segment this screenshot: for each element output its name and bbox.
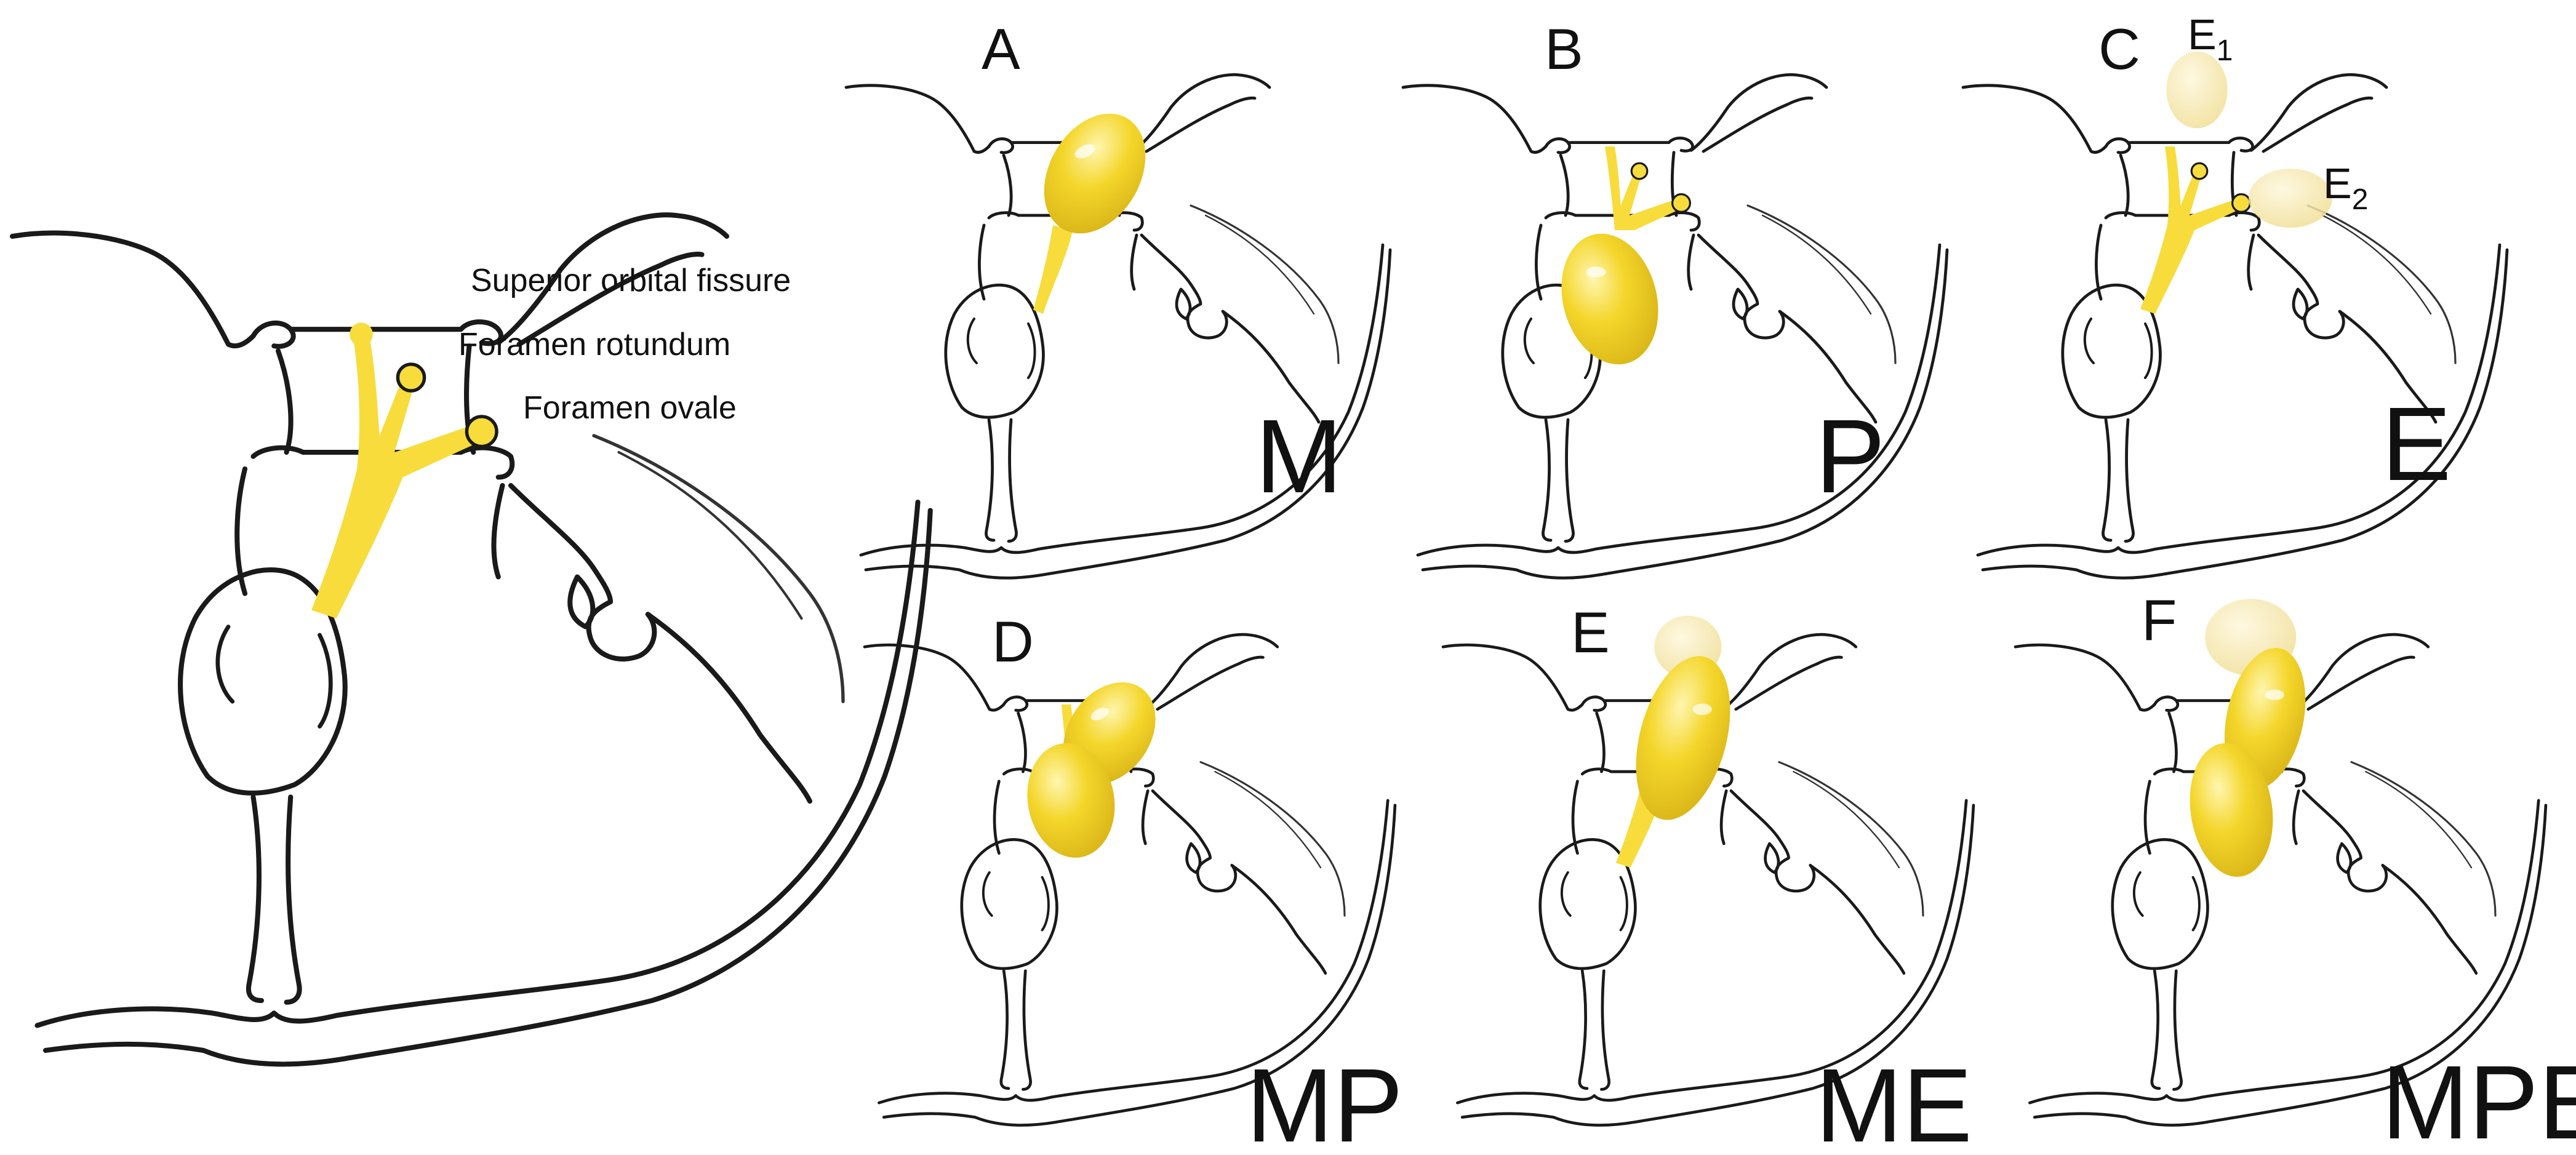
panel-c: C E1 E2 E <box>1963 10 2507 578</box>
label-foramen-ovale: Foramen ovale <box>523 390 737 426</box>
panel-letter: C <box>2098 17 2140 81</box>
panel-type-label: P <box>1815 398 1885 515</box>
superior-orbital-fissure-opening <box>350 322 373 346</box>
panel-f: F MPE <box>2015 588 2576 1155</box>
sublabel-e2: E2 <box>2323 159 2368 216</box>
panel-type-label: MPE <box>2382 1044 2576 1155</box>
tumor-middle-fossa <box>1044 113 1146 234</box>
panel-letter: F <box>2142 588 2177 652</box>
panel-letter: E <box>1571 600 1610 665</box>
foramen-rotundum-opening <box>396 362 426 393</box>
nerve <box>1033 225 1073 314</box>
label-superior-orbital-fissure: Superior orbital fissure <box>471 263 791 298</box>
panel-letter: B <box>1545 17 1583 81</box>
tumor-posterior-fossa <box>2190 743 2273 877</box>
panel-type-label: ME <box>1815 1047 1972 1155</box>
tumor-extracranial-e1 <box>2166 51 2228 129</box>
tumor-posterior-fossa <box>1027 743 1115 858</box>
tumor-extracranial-e2 <box>2249 169 2332 228</box>
trigeminal-nerve <box>311 336 484 618</box>
panel-a: A M <box>846 17 1390 578</box>
panel-type-label: E <box>2382 386 2451 503</box>
nerve <box>1605 146 1683 230</box>
panel-letter: D <box>992 609 1034 674</box>
panel-b: B P <box>1403 17 1947 578</box>
tumor-posterior-fossa <box>1561 233 1658 365</box>
tumor-middle-fossa <box>1636 656 1730 820</box>
main-anatomy-panel <box>12 215 930 1064</box>
nerve <box>2140 146 2243 314</box>
panel-d: D MP <box>865 609 1403 1155</box>
panel-letter: A <box>982 17 1020 81</box>
sublabel-e1: E1 <box>2188 10 2233 67</box>
panel-type-label: M <box>1255 398 1343 515</box>
panel-e: E ME <box>1443 600 1974 1155</box>
label-foramen-rotundum: Foramen rotundum <box>458 327 730 362</box>
foramen-ovale-opening <box>465 415 498 449</box>
panel-type-label: MP <box>1246 1047 1403 1155</box>
